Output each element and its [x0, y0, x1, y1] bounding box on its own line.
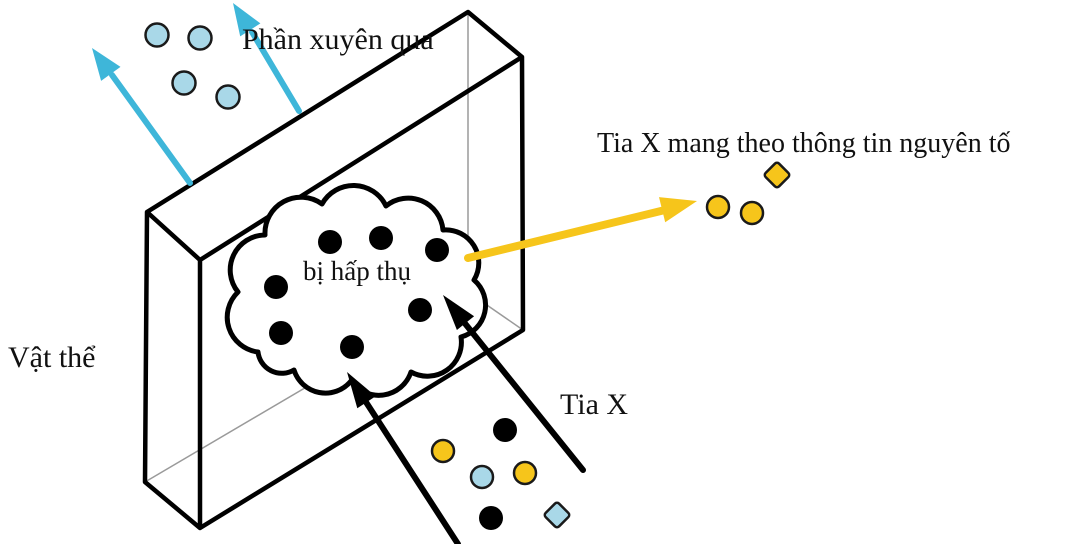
fluorescent-arrow-shaft	[464, 206, 669, 262]
box-outline	[142, 9, 526, 531]
transmitted-photon-circle	[144, 22, 170, 48]
absorbed-photon-dots	[264, 226, 449, 359]
incident-photon-blue-circle	[469, 464, 495, 490]
fluorescent-photon-diamond	[763, 161, 791, 189]
box-top-face	[147, 12, 522, 260]
fluorescent-photons	[705, 161, 791, 226]
absorbed-photon-dot	[264, 275, 288, 299]
absorbed-photon-dot	[269, 321, 293, 345]
incident-arrow-shaft	[460, 318, 586, 473]
incident-photon-yellow-circle	[430, 438, 456, 464]
incident-arrow-shaft	[361, 396, 461, 544]
label-transmitted: Phần xuyên qua	[242, 23, 434, 56]
label-absorbed: bị hấp thụ	[303, 256, 411, 286]
fluorescent-photon-circle	[739, 200, 765, 226]
incident-photon-black-circle	[479, 506, 503, 530]
incident-beam	[347, 295, 586, 544]
absorbed-photon-dot	[340, 335, 364, 359]
transmitted-photon-circle	[215, 84, 241, 110]
transmitted-photons	[144, 22, 241, 110]
diagram-labels: Phần xuyên qua Tia X mang theo thông tin…	[8, 23, 1011, 421]
transmitted-photon-circle	[171, 70, 197, 96]
absorbed-photon-dot	[425, 238, 449, 262]
transmitted-arrow-head	[92, 48, 121, 81]
absorbed-photon-dot	[408, 298, 432, 322]
label-incident: Tia X	[560, 388, 628, 421]
transmitted-beam	[92, 3, 302, 186]
incident-photons	[430, 418, 571, 530]
transmitted-arrow-shaft	[109, 72, 193, 186]
fluorescent-beam	[464, 161, 791, 262]
transmitted-arrow-shaft	[249, 29, 302, 114]
box-left-face	[145, 212, 200, 528]
incident-photon-yellow-circle	[512, 460, 538, 486]
transmitted-photon-circle	[187, 25, 213, 51]
fluorescent-arrow-head	[659, 197, 697, 223]
transmitted-arrow-head	[233, 3, 261, 37]
absorbed-photon-dot	[318, 230, 342, 254]
incident-photon-black-circle	[493, 418, 517, 442]
incident-photon-blue-diamond	[543, 501, 571, 529]
absorption-cloud: bị hấp thụ	[224, 182, 489, 398]
incident-arrow-head	[443, 295, 475, 330]
absorbed-photon-dot	[369, 226, 393, 250]
fluorescent-photon-circle	[705, 194, 731, 220]
label-fluorescent: Tia X mang theo thông tin nguyên tố	[597, 128, 1011, 159]
label-object: Vật thể	[8, 341, 96, 374]
incident-arrow-head	[347, 372, 376, 409]
